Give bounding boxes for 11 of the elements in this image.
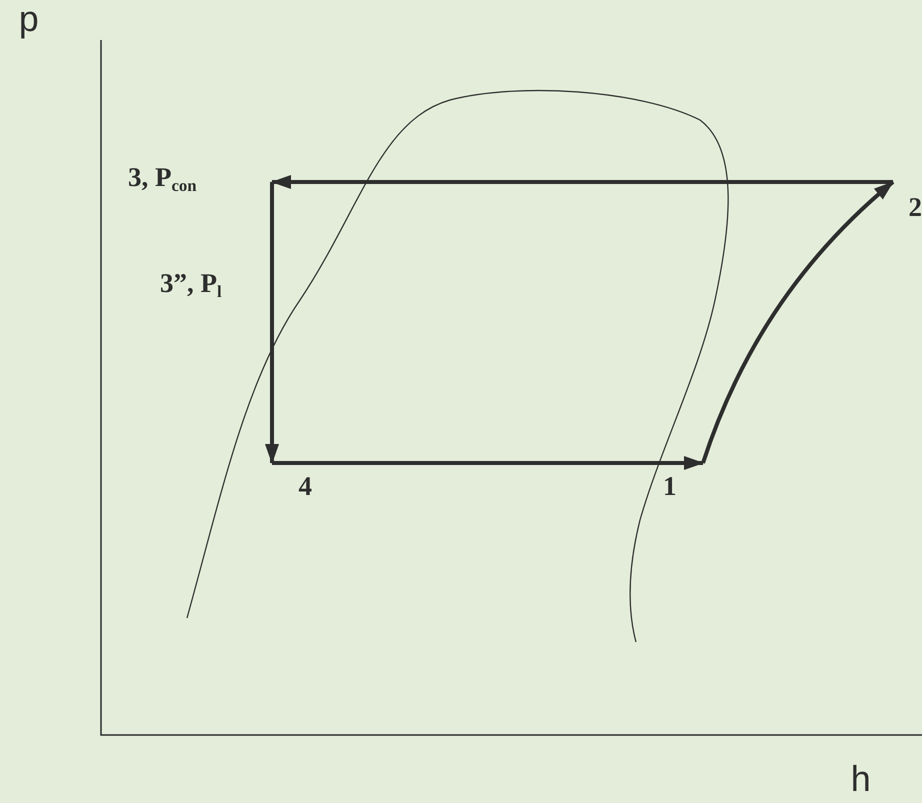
point-label: 1 [663, 471, 676, 501]
process-arrow [271, 175, 893, 189]
point-label: 3”, P$_{l}$ [160, 270, 222, 301]
process-arrow [701, 180, 894, 464]
axis-label: p [18, 4, 40, 40]
point-label: 4 [298, 471, 312, 501]
point-label: 2 [908, 192, 922, 222]
axis-label: h [850, 764, 872, 800]
point-label: 3, P$_{con}$ [128, 162, 197, 192]
process-arrow [265, 182, 279, 464]
process-arrow [272, 456, 704, 470]
